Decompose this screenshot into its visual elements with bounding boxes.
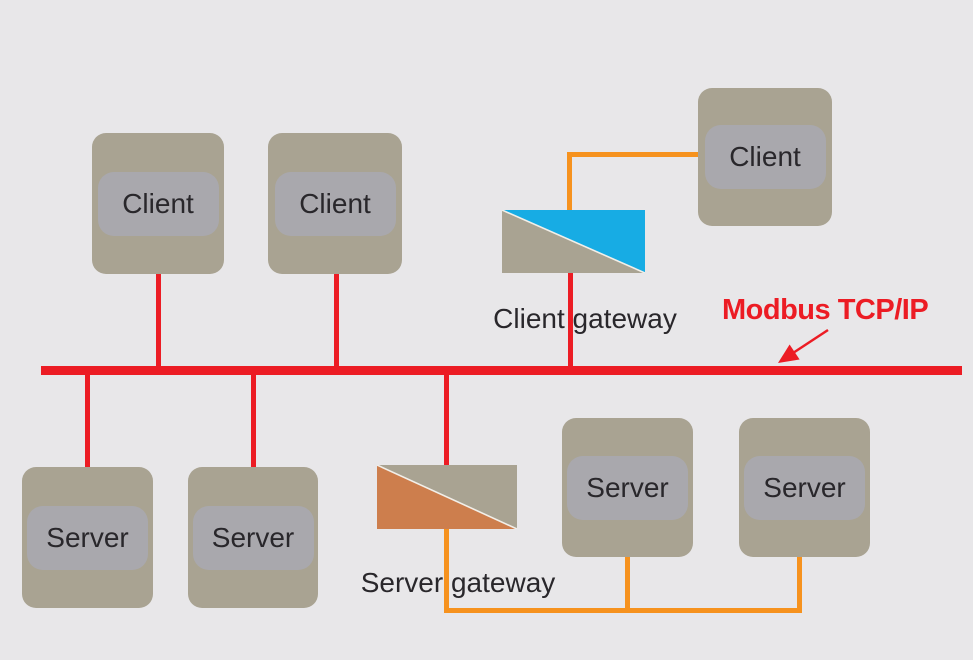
link-server3-drop	[625, 557, 630, 613]
server-gateway-label: Server gateway	[360, 567, 556, 598]
node-client-2: Client	[268, 133, 402, 274]
link-clientgateway-client3-vertical	[567, 152, 572, 212]
node-server-4-label: Server	[744, 455, 865, 520]
node-server-2-label: Server	[192, 505, 314, 570]
node-server-3-label: Server	[567, 455, 688, 520]
client-gateway-icon	[502, 210, 645, 273]
client-gateway-diagonal	[502, 210, 645, 273]
link-servergateway-horizontal	[444, 608, 802, 613]
node-server-2: Server	[188, 467, 318, 608]
node-client-1-label: Client	[97, 171, 219, 236]
modbus-bus-line	[41, 366, 962, 375]
server-gateway-diagonal	[377, 465, 517, 529]
node-server-4: Server	[739, 418, 870, 557]
client-gateway-label: Client gateway	[493, 303, 677, 334]
bus-arrow-head	[778, 344, 800, 363]
bus-arrow-shaft	[792, 328, 829, 355]
node-client-1: Client	[92, 133, 224, 274]
node-client-3: Client	[698, 88, 832, 226]
link-servergateway-down	[444, 527, 449, 613]
connector-bus-servergateway	[444, 370, 449, 467]
connector-bus-server2	[251, 370, 256, 469]
connector-client2-bus	[334, 272, 339, 368]
connector-client1-bus	[156, 272, 161, 368]
bus-arrow-icon	[778, 328, 829, 363]
node-server-1-label: Server	[27, 505, 148, 570]
bus-label: Modbus TCP/IP	[722, 294, 929, 326]
server-gateway-icon	[377, 465, 517, 529]
link-server4-drop	[797, 557, 802, 613]
link-clientgateway-client3-horizontal	[567, 152, 698, 157]
node-client-3-label: Client	[704, 125, 826, 189]
connector-bus-server1	[85, 370, 90, 469]
node-client-2-label: Client	[274, 171, 396, 236]
connector-clientgateway-bus	[568, 271, 573, 368]
node-server-3: Server	[562, 418, 693, 557]
node-server-1: Server	[22, 467, 153, 608]
